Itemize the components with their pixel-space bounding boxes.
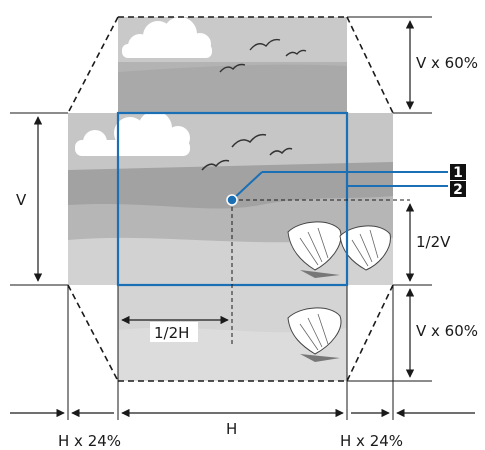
callout-badge-1: 1	[450, 164, 466, 181]
half-h-label-bg	[150, 322, 198, 342]
keystone-outline	[67, 16, 394, 382]
cloud-icon-main	[75, 113, 190, 156]
center-guides	[231, 199, 410, 345]
callout-1-text: 1	[453, 165, 463, 181]
top-v-percent-label: V x 60%	[416, 54, 478, 72]
bottom-v-percent-label: V x 60%	[416, 322, 478, 340]
half-h-label: 1/2H	[154, 324, 189, 342]
cloud-icon	[122, 17, 212, 58]
h-label: H	[226, 420, 237, 438]
left-h-percent-label: H x 24%	[58, 432, 121, 450]
center-point	[226, 194, 238, 206]
birds-icon	[219, 38, 307, 73]
callout-1-leader	[231, 171, 263, 201]
callout-badge-2: 2	[450, 181, 466, 198]
right-h-percent-label: H x 24%	[340, 432, 403, 450]
shells-icon-bottom	[287, 307, 342, 362]
helper-lines	[10, 16, 432, 420]
v-label: V	[16, 191, 27, 209]
birds-icon-main	[201, 133, 293, 171]
half-v-label: 1/2V	[416, 233, 451, 251]
callout-2-text: 2	[453, 182, 463, 198]
dimension-arrows	[10, 20, 475, 418]
middle-scene	[68, 113, 393, 285]
shells-icon-main	[287, 221, 391, 278]
top-extension-scene	[118, 17, 347, 114]
